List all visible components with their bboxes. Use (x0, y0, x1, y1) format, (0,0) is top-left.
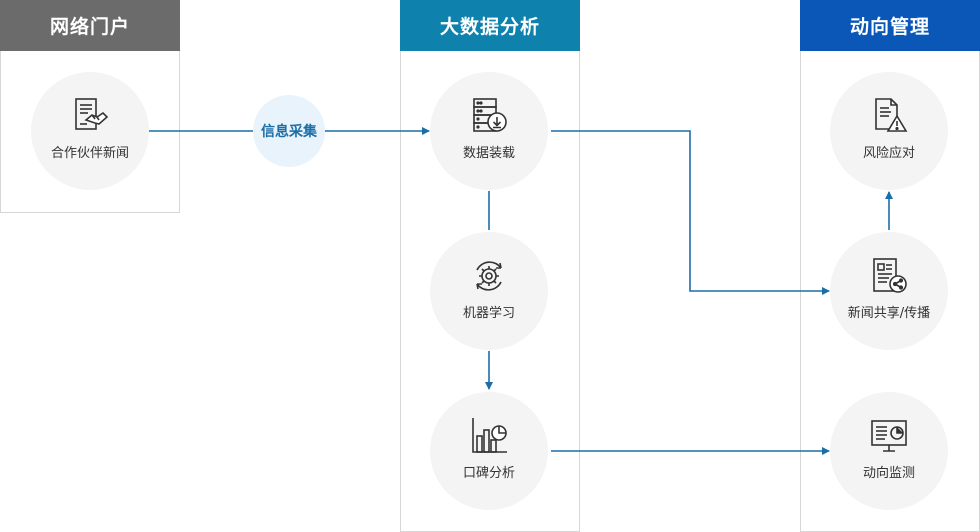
panel-trend-title: 动向管理 (800, 0, 980, 51)
node-reputation-analysis-label: 口碑分析 (462, 465, 515, 481)
info-collect-badge: 信息采集 (253, 95, 325, 167)
node-data-loading-label: 数据装载 (462, 145, 515, 161)
node-trend-monitor[interactable]: 动向监测 (830, 392, 948, 510)
info-collect-label: 信息采集 (261, 124, 317, 140)
node-news-share-label: 新闻共享/传播 (847, 305, 931, 321)
document-share-icon (873, 257, 907, 293)
document-warning-icon (875, 97, 908, 132)
handshake-document-icon (75, 97, 109, 130)
node-partner-news[interactable]: 合作伙伴新闻 (31, 72, 149, 190)
gear-cycle-icon (476, 260, 502, 291)
node-risk-response[interactable]: 风险应对 (830, 72, 948, 190)
arrow-loading-to-share (551, 130, 830, 295)
node-partner-news-label: 合作伙伴新闻 (50, 145, 129, 161)
bar-pie-chart-icon (472, 417, 507, 453)
server-download-icon (473, 97, 507, 132)
node-trend-monitor-label: 动向监测 (862, 465, 915, 481)
node-news-share[interactable]: 新闻共享/传播 (830, 232, 948, 350)
monitor-chart-icon (871, 419, 907, 452)
node-risk-response-label: 风险应对 (862, 145, 915, 161)
panel-bigdata-title: 大数据分析 (400, 0, 580, 51)
node-data-loading[interactable]: 数据装载 (430, 72, 548, 190)
node-machine-learning[interactable]: 机器学习 (430, 232, 548, 350)
node-reputation-analysis[interactable]: 口碑分析 (430, 392, 548, 510)
panel-portal-title: 网络门户 (0, 0, 180, 51)
node-machine-learning-label: 机器学习 (462, 305, 515, 321)
